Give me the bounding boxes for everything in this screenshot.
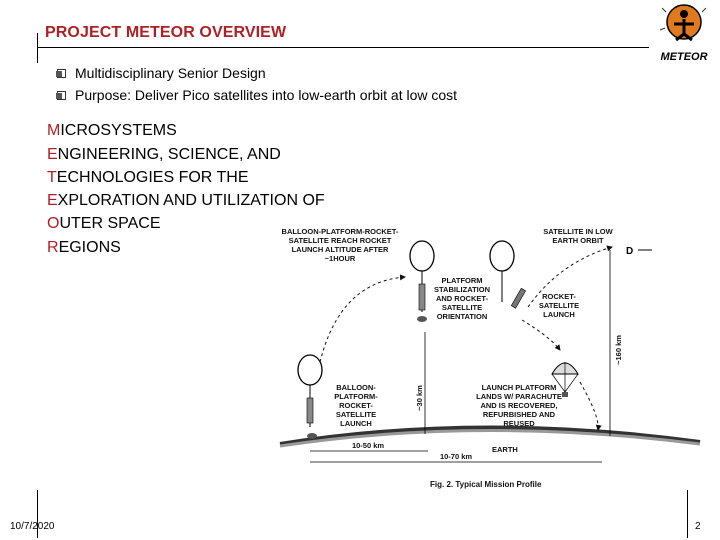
footer-divider-right (687, 490, 688, 538)
svg-text:METEOR: METEOR (660, 51, 707, 63)
svg-text:BALLOON-PLATFORM-ROCKET-SATELL: BALLOON-PLATFORM-ROCKET-SATELLITE REACH … (282, 227, 399, 263)
svg-text:D: D (626, 246, 633, 257)
page-number: 2 (695, 521, 701, 532)
acronym-line: REGIONS (47, 239, 121, 256)
bullet-text: Multidisciplinary Senior Design (75, 65, 266, 81)
svg-text:~160 km: ~160 km (614, 335, 623, 365)
svg-text:Fig. 2. Typical Mission Profil: Fig. 2. Typical Mission Profile (430, 480, 542, 489)
footer-date: 10/7/2020 (10, 521, 55, 532)
svg-text:EARTH: EARTH (492, 445, 518, 454)
bullet-text: Purpose: Deliver Pico satellites into lo… (75, 87, 458, 103)
square-bullet-icon (56, 68, 66, 78)
bullet-item: Purpose: Deliver Pico satellites into lo… (56, 87, 457, 103)
balloon-orientation-icon (489, 240, 527, 309)
mission-profile-diagram: D BALLOON-PLATFORM-ROCKET-SATELLITE REAC… (260, 222, 715, 500)
page-title: PROJECT METEOR OVERVIEW (45, 24, 287, 41)
svg-text:10-50 km: 10-50 km (352, 441, 384, 450)
parachute-platform-icon (551, 362, 579, 397)
acronym-line: EXPLORATION AND UTILIZATION OF (47, 192, 325, 209)
svg-text:~30 km: ~30 km (415, 385, 424, 411)
title-divider-vertical (37, 33, 38, 63)
bullet-item: Multidisciplinary Senior Design (56, 65, 266, 81)
acronym-line: MICROSYSTEMS (47, 122, 177, 139)
title-underline (37, 47, 649, 48)
balloon-launch-icon (297, 354, 323, 439)
acronym-line: TECHNOLOGIES FOR THE (47, 169, 249, 186)
balloon-altitude-icon (409, 240, 435, 322)
meteor-logo: METEOR (650, 0, 718, 68)
square-bullet-icon (56, 90, 66, 100)
svg-text:10-70 km: 10-70 km (440, 452, 472, 461)
acronym-line: OUTER SPACE (47, 215, 161, 232)
footer-divider-left (37, 490, 38, 538)
acronym-line: ENGINEERING, SCIENCE, AND (47, 146, 281, 163)
